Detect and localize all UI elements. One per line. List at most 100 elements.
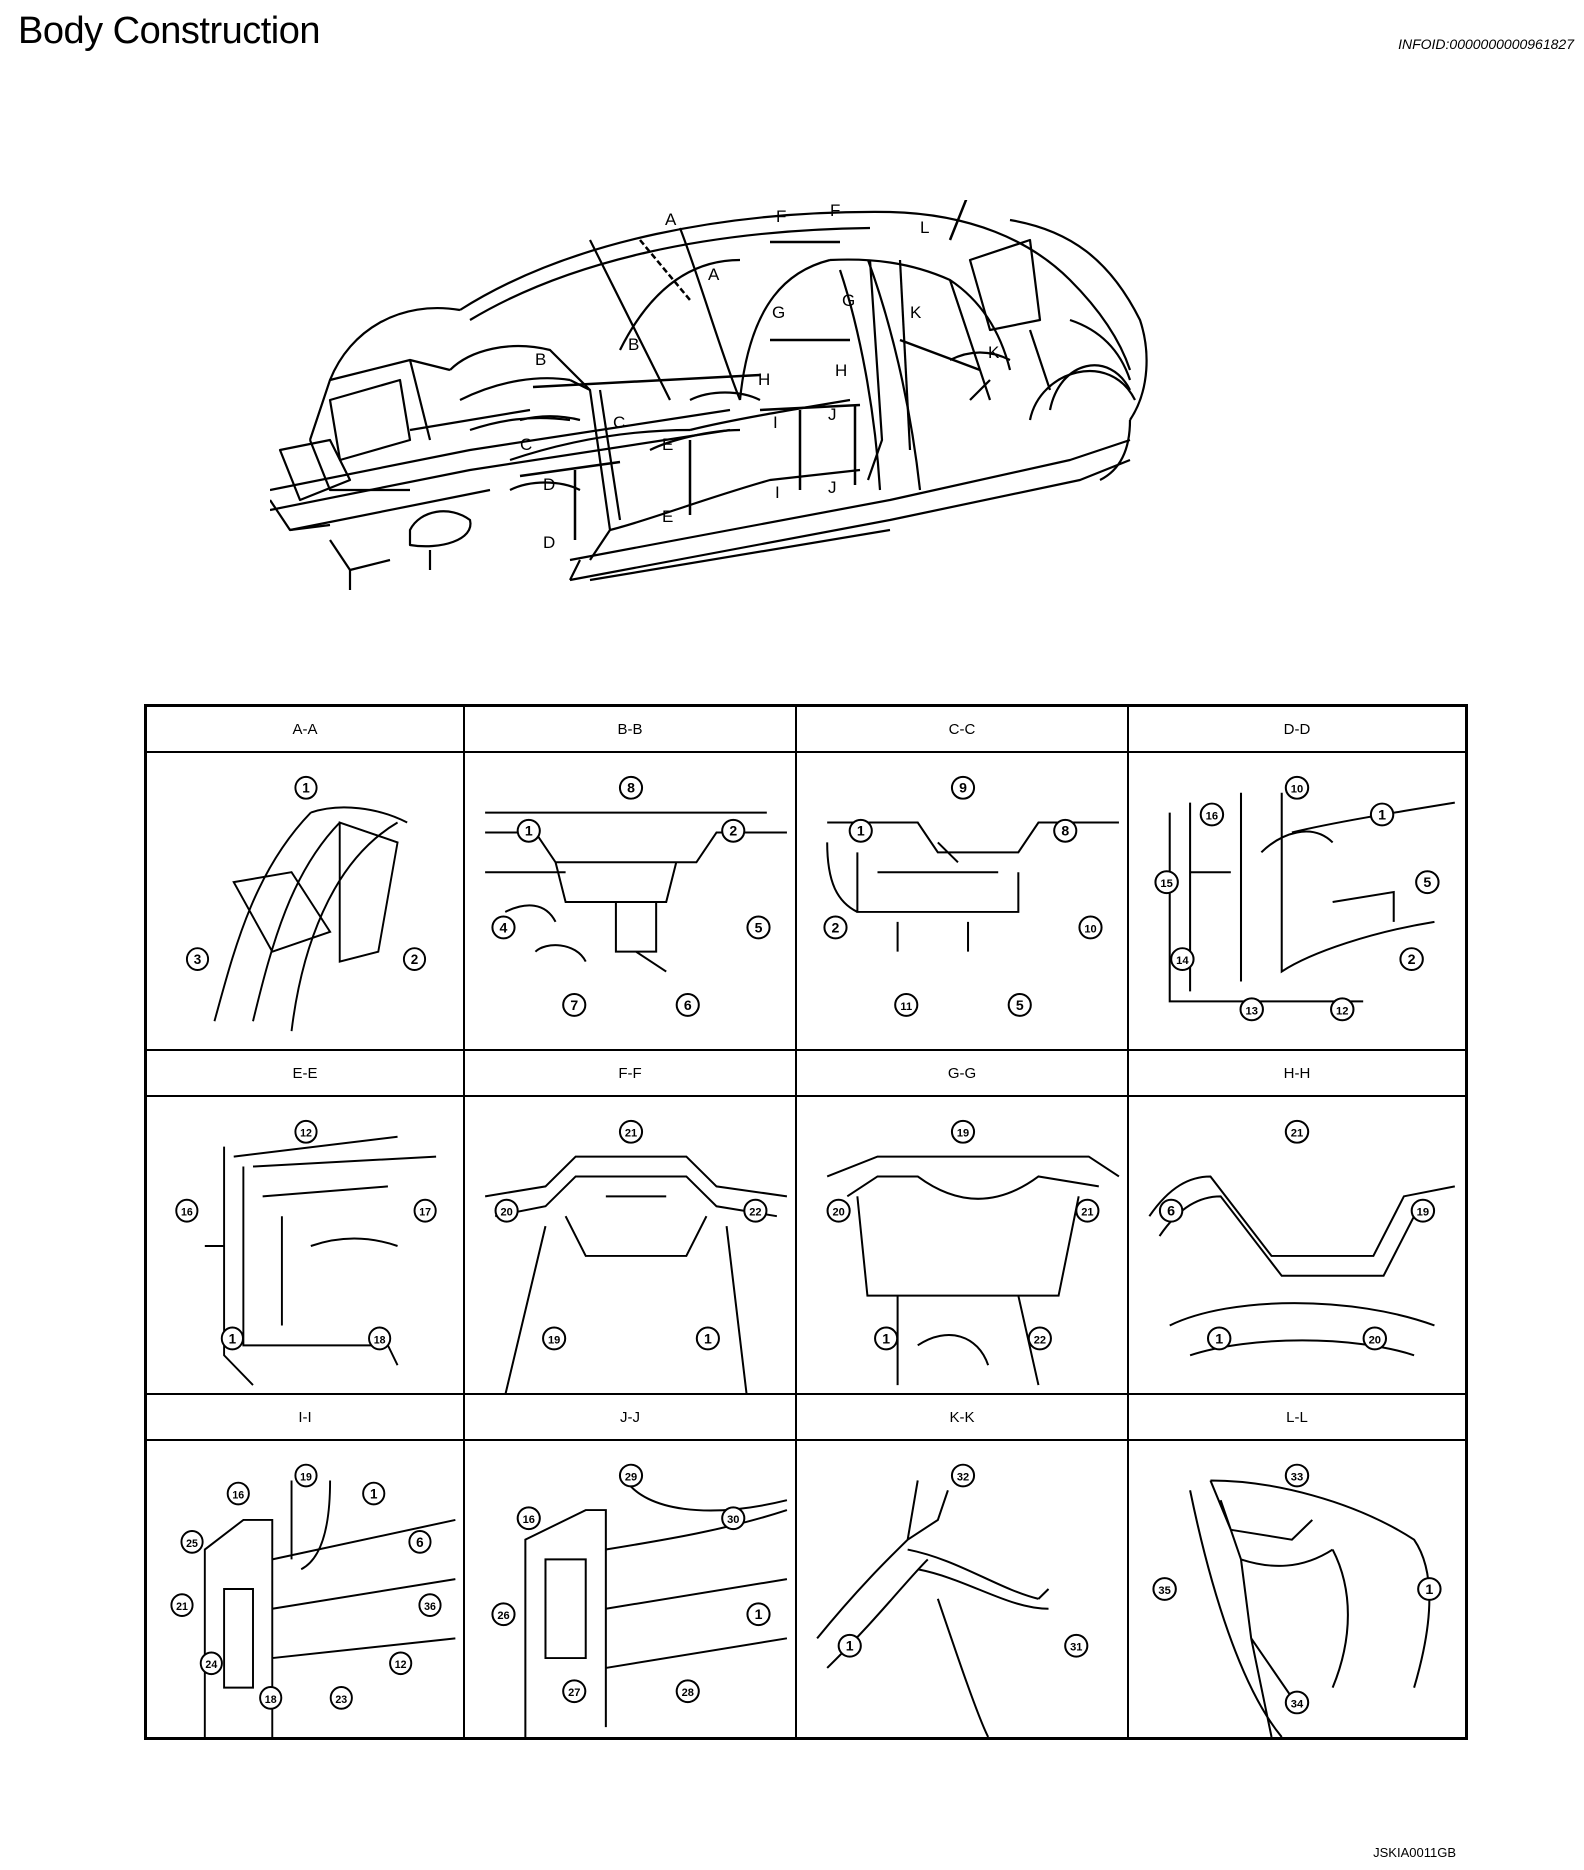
section-mark-j-2: J: [828, 478, 837, 497]
callout-8: 8: [618, 775, 644, 800]
svg-text:21: 21: [625, 1128, 637, 1140]
callout-22: 22: [743, 1198, 768, 1223]
section-mark-a-1: A: [665, 210, 677, 229]
svg-text:34: 34: [1291, 1699, 1304, 1711]
svg-text:8: 8: [1061, 823, 1069, 839]
callout-20: 20: [494, 1198, 519, 1223]
callout-5: 5: [1007, 993, 1032, 1017]
svg-text:20: 20: [832, 1207, 844, 1219]
section-title: A-A: [147, 707, 463, 753]
svg-text:4: 4: [500, 919, 508, 935]
callout-15: 15: [1154, 870, 1179, 895]
callout-1: 1: [362, 1481, 386, 1506]
svg-text:1: 1: [525, 823, 533, 839]
svg-text:20: 20: [500, 1207, 512, 1219]
callout-16: 16: [1199, 802, 1225, 827]
callout-19: 19: [950, 1119, 976, 1144]
callout-1: 1: [746, 1602, 771, 1627]
svg-text:1: 1: [882, 1330, 890, 1346]
callout-33: 33: [1284, 1463, 1310, 1488]
callout-26: 26: [491, 1602, 516, 1627]
callout-7: 7: [562, 993, 587, 1017]
callout-2: 2: [402, 947, 427, 972]
svg-text:18: 18: [374, 1334, 386, 1346]
svg-text:5: 5: [755, 919, 763, 935]
callout-35: 35: [1152, 1577, 1177, 1601]
svg-text:9: 9: [959, 780, 967, 796]
svg-text:2: 2: [832, 919, 840, 935]
callout-27: 27: [562, 1679, 587, 1704]
svg-text:1: 1: [1215, 1331, 1223, 1347]
svg-text:19: 19: [300, 1471, 312, 1483]
section-title: K-K: [797, 1395, 1127, 1441]
svg-text:17: 17: [419, 1207, 431, 1219]
callout-5: 5: [1415, 870, 1440, 895]
svg-text:1: 1: [1378, 807, 1386, 823]
section-mark-e-2: E: [662, 507, 673, 526]
section-title: L-L: [1129, 1395, 1465, 1441]
svg-text:1: 1: [755, 1606, 763, 1622]
section-mark-i-2: I: [775, 483, 780, 502]
callout-1: 1: [1206, 1326, 1232, 1351]
svg-text:1: 1: [1425, 1581, 1433, 1597]
svg-text:12: 12: [300, 1128, 312, 1140]
section-drawing: 9 8 10 5 11 2 1: [797, 753, 1127, 1049]
callout-21: 21: [1075, 1198, 1100, 1223]
svg-text:2: 2: [729, 823, 737, 839]
section-mark-d-2: D: [543, 533, 555, 552]
section-title: I-I: [147, 1395, 463, 1441]
callout-18: 18: [259, 1686, 283, 1710]
section-mark-b-1: B: [535, 350, 546, 369]
svg-text:28: 28: [682, 1687, 694, 1699]
svg-text:31: 31: [1070, 1642, 1082, 1654]
section-title: G-G: [797, 1051, 1127, 1097]
svg-text:6: 6: [684, 997, 692, 1013]
callout-1: 1: [874, 1326, 899, 1351]
svg-text:21: 21: [176, 1601, 188, 1613]
callout-20: 20: [1362, 1326, 1388, 1351]
callout-6: 6: [1158, 1198, 1184, 1223]
svg-text:18: 18: [265, 1694, 277, 1706]
section-mark-g-1: G: [772, 303, 785, 322]
callout-19: 19: [294, 1463, 318, 1488]
section-title: B-B: [465, 707, 795, 753]
callout-1: 1: [516, 818, 541, 843]
callout-23: 23: [329, 1686, 353, 1710]
callout-6: 6: [675, 993, 700, 1017]
svg-text:21: 21: [1291, 1128, 1303, 1140]
svg-text:19: 19: [957, 1128, 969, 1140]
svg-text:26: 26: [497, 1610, 509, 1622]
callout-25: 25: [180, 1530, 204, 1554]
svg-text:1: 1: [857, 823, 865, 839]
callout-2: 2: [721, 818, 746, 843]
section-mark-l-2: L: [920, 218, 929, 237]
callout-17: 17: [413, 1198, 437, 1223]
section-mark-b-2: B: [628, 335, 639, 354]
svg-text:2: 2: [411, 952, 419, 967]
svg-text:22: 22: [749, 1207, 761, 1219]
svg-text:2: 2: [1408, 951, 1416, 967]
callout-1: 1: [837, 1633, 862, 1658]
callout-2: 2: [823, 915, 848, 940]
svg-text:23: 23: [335, 1694, 347, 1706]
callout-11: 11: [894, 993, 919, 1017]
svg-text:10: 10: [1084, 923, 1096, 935]
svg-text:22: 22: [1034, 1334, 1046, 1346]
page-title: Body Construction: [18, 10, 321, 52]
svg-text:5: 5: [1016, 997, 1024, 1013]
svg-text:7: 7: [570, 997, 578, 1013]
section-panel-g-g: G-G 19 21 22 1 20: [797, 1051, 1129, 1395]
callout-16: 16: [175, 1198, 199, 1223]
svg-text:16: 16: [181, 1207, 193, 1219]
